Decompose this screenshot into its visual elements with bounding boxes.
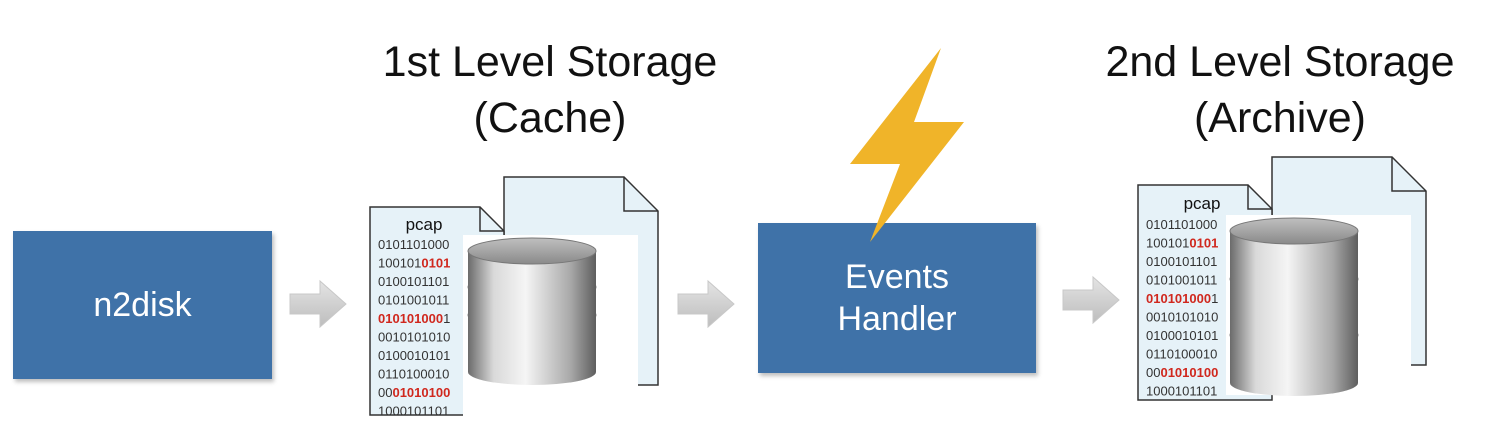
binary-row: 0101001011 <box>378 293 449 308</box>
level1-title-line1: 1st Level Storage <box>382 38 718 86</box>
binary-row: 1001010101 <box>1146 236 1218 251</box>
binary-row: 0101010001 <box>378 311 450 326</box>
binary-row: 0101101000 <box>1146 217 1217 232</box>
pcap-label: pcap <box>1184 194 1221 213</box>
n2disk-box: n2disk <box>13 231 272 379</box>
binary-row: 0100010101 <box>378 348 450 363</box>
level2-title-line2: (Archive) <box>1193 94 1367 142</box>
level2-title-line1: 2nd Level Storage <box>1105 38 1455 86</box>
archive-storage-illustration: pcap 0101101000 1001010101 0100101101 01010… <box>1137 156 1427 401</box>
binary-row: 0101101000 <box>378 237 449 252</box>
arrow-right-icon <box>1062 275 1120 325</box>
level1-title: 1st Level Storage (Cache) <box>330 34 770 146</box>
binary-row: 0110100010 <box>378 367 449 382</box>
arrow-right-icon <box>289 279 347 329</box>
events-handler-label-line2: Handler <box>837 300 957 338</box>
binary-row: 0001010100 <box>378 385 450 400</box>
cache-storage-illustration: pcap 0101101000 1001010101 0100101101 01010… <box>369 176 659 420</box>
database-icon <box>1229 217 1359 396</box>
events-handler-label-line1: Events <box>845 258 949 296</box>
binary-row: 0101010001 <box>1146 291 1218 306</box>
binary-row: 0100010101 <box>1146 328 1218 343</box>
binary-row: 0100101101 <box>1146 254 1217 269</box>
lightning-bolt-icon <box>850 48 964 242</box>
binary-row: 0100101101 <box>378 274 449 289</box>
pcap-label: pcap <box>406 215 443 234</box>
binary-row: 1000101101 <box>1146 384 1217 399</box>
binary-row: 0001010100 <box>1146 365 1218 380</box>
binary-row: 0110100010 <box>1146 347 1217 362</box>
database-icon <box>467 237 597 385</box>
binary-row: 0101001011 <box>1146 273 1217 288</box>
binary-row: 0010101010 <box>378 330 450 345</box>
binary-row: 0010101010 <box>1146 310 1218 325</box>
level2-title: 2nd Level Storage (Archive) <box>1070 34 1490 146</box>
binary-row: 1001010101 <box>378 256 450 271</box>
arrow-right-icon <box>677 279 735 329</box>
events-handler-box: Events Handler <box>758 223 1036 373</box>
binary-row: 1000101101 <box>378 404 449 419</box>
n2disk-label: n2disk <box>93 286 192 324</box>
level1-title-line2: (Cache) <box>473 94 627 142</box>
